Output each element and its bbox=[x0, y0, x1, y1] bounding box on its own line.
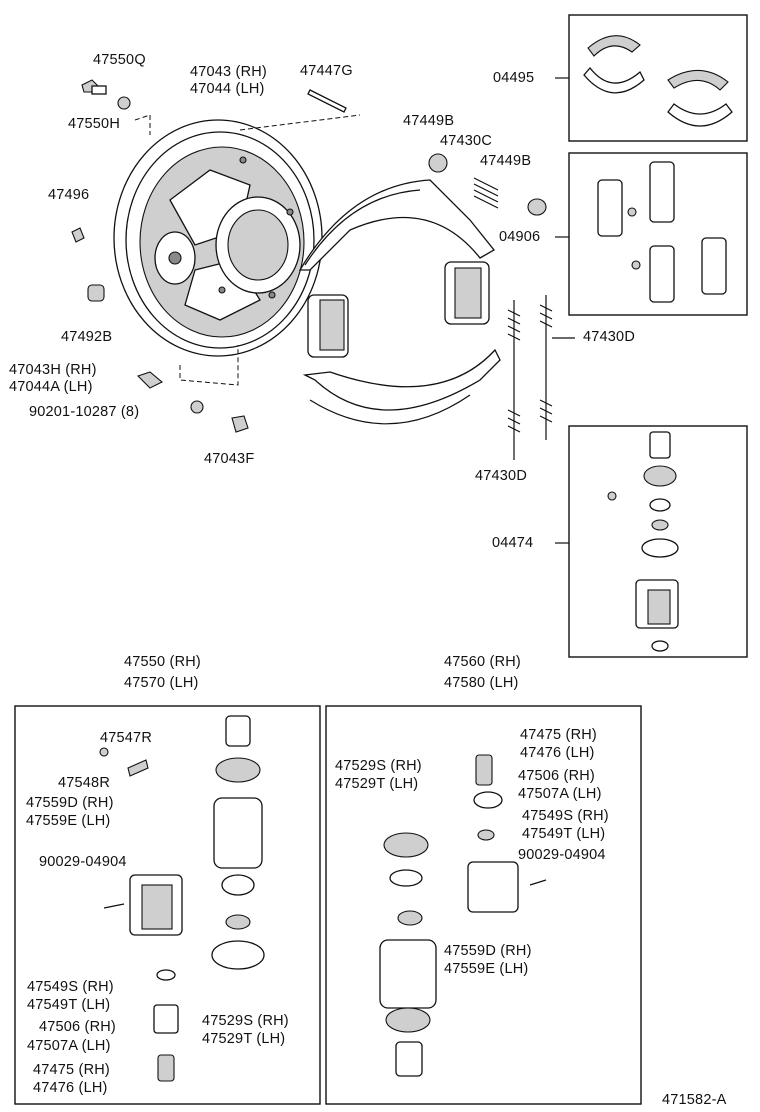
label-47507A-right: 47507A (LH) bbox=[518, 786, 602, 802]
label-47044A: 47044A (LH) bbox=[9, 379, 93, 395]
label-47506-left: 47506 (RH) bbox=[39, 1019, 116, 1035]
spring-47430C bbox=[473, 177, 499, 209]
kit-box-04474 bbox=[568, 425, 748, 658]
kit-04906-parts bbox=[597, 161, 727, 303]
label-47570-lh: 47570 (LH) bbox=[124, 675, 199, 691]
label-47430D-2: 47430D bbox=[475, 468, 527, 484]
label-47549T-right: 47549T (LH) bbox=[522, 826, 606, 842]
label-47044-lh: 47044 (LH) bbox=[190, 81, 265, 97]
label-47529T-right: 47529T (LH) bbox=[335, 776, 419, 792]
kit-box-04906 bbox=[568, 152, 748, 316]
label-47547R: 47547R bbox=[100, 730, 152, 746]
label-47496: 47496 bbox=[48, 187, 90, 203]
label-47548R: 47548R bbox=[58, 775, 110, 791]
label-47559D-left: 47559D (RH) bbox=[26, 795, 114, 811]
label-47476-right: 47476 (LH) bbox=[520, 745, 595, 761]
spring-47430D-2 bbox=[539, 295, 553, 440]
backing-plate bbox=[113, 119, 323, 357]
plug-47492B bbox=[87, 284, 105, 302]
label-47430D-1: 47430D bbox=[583, 329, 635, 345]
label-47550Q: 47550Q bbox=[93, 52, 146, 68]
label-47529S-right: 47529S (RH) bbox=[335, 758, 422, 774]
shoe-cylinder-left bbox=[307, 294, 349, 358]
cup-47449B-2 bbox=[527, 198, 547, 216]
wheel-cylinder-left-parts bbox=[99, 715, 265, 1082]
label-04495: 04495 bbox=[493, 70, 535, 86]
label-47449B-1: 47449B bbox=[403, 113, 455, 129]
label-47492B: 47492B bbox=[61, 329, 113, 345]
label-47529T-left: 47529T (LH) bbox=[202, 1031, 286, 1047]
label-47559E-right: 47559E (LH) bbox=[444, 961, 529, 977]
pin-47447G bbox=[307, 89, 347, 113]
washer-90201 bbox=[190, 400, 204, 414]
nut-47043F bbox=[231, 415, 249, 433]
label-47043-rh: 47043 (RH) bbox=[190, 64, 267, 80]
label-04906: 04906 bbox=[499, 229, 541, 245]
brake-shoe-upper bbox=[298, 179, 495, 271]
label-90201-10287: 90201-10287 (8) bbox=[29, 404, 140, 420]
label-90029-04904-right: 90029-04904 bbox=[518, 847, 606, 863]
label-47580-lh: 47580 (LH) bbox=[444, 675, 519, 691]
label-47506-right: 47506 (RH) bbox=[518, 768, 595, 784]
label-47449B-2: 47449B bbox=[480, 153, 532, 169]
label-47549T-left: 47549T (LH) bbox=[27, 997, 111, 1013]
bolt-47550H bbox=[81, 79, 107, 95]
label-47507A-left: 47507A (LH) bbox=[27, 1038, 111, 1054]
label-47559D-right: 47559D (RH) bbox=[444, 943, 532, 959]
label-47043F: 47043F bbox=[204, 451, 255, 467]
cap-47496 bbox=[71, 227, 85, 243]
label-47043H: 47043H (RH) bbox=[9, 362, 97, 378]
label-04474: 04474 bbox=[492, 535, 534, 551]
shoe-cylinder-right bbox=[444, 261, 490, 325]
label-47476-left: 47476 (LH) bbox=[33, 1080, 108, 1096]
label-90029-04904-left: 90029-04904 bbox=[39, 854, 127, 870]
label-47430C: 47430C bbox=[440, 133, 492, 149]
diagram-code: 471582-A bbox=[662, 1092, 727, 1108]
label-47475-right: 47475 (RH) bbox=[520, 727, 597, 743]
label-47550H: 47550H bbox=[68, 116, 120, 132]
label-47447G: 47447G bbox=[300, 63, 353, 79]
bolt-47043H bbox=[136, 371, 163, 389]
kit-04495-shoes bbox=[583, 35, 733, 127]
spring-47430D-1 bbox=[507, 300, 521, 460]
brake-shoe-lower bbox=[302, 348, 501, 425]
nut-47550Q bbox=[117, 96, 131, 110]
label-47549S-right: 47549S (RH) bbox=[522, 808, 609, 824]
wheel-cylinder-right-parts bbox=[379, 754, 547, 1077]
wheel-cylinder-box-left bbox=[14, 705, 321, 1105]
label-47560-rh: 47560 (RH) bbox=[444, 654, 521, 670]
label-47549S-left: 47549S (RH) bbox=[27, 979, 114, 995]
label-47529S-left: 47529S (RH) bbox=[202, 1013, 289, 1029]
label-47550-rh: 47550 (RH) bbox=[124, 654, 201, 670]
cup-47449B-1 bbox=[428, 153, 448, 173]
label-47475-left: 47475 (RH) bbox=[33, 1062, 110, 1078]
label-47559E-left: 47559E (LH) bbox=[26, 813, 111, 829]
kit-04474-parts bbox=[607, 431, 679, 652]
wheel-cylinder-box-right bbox=[325, 705, 642, 1105]
